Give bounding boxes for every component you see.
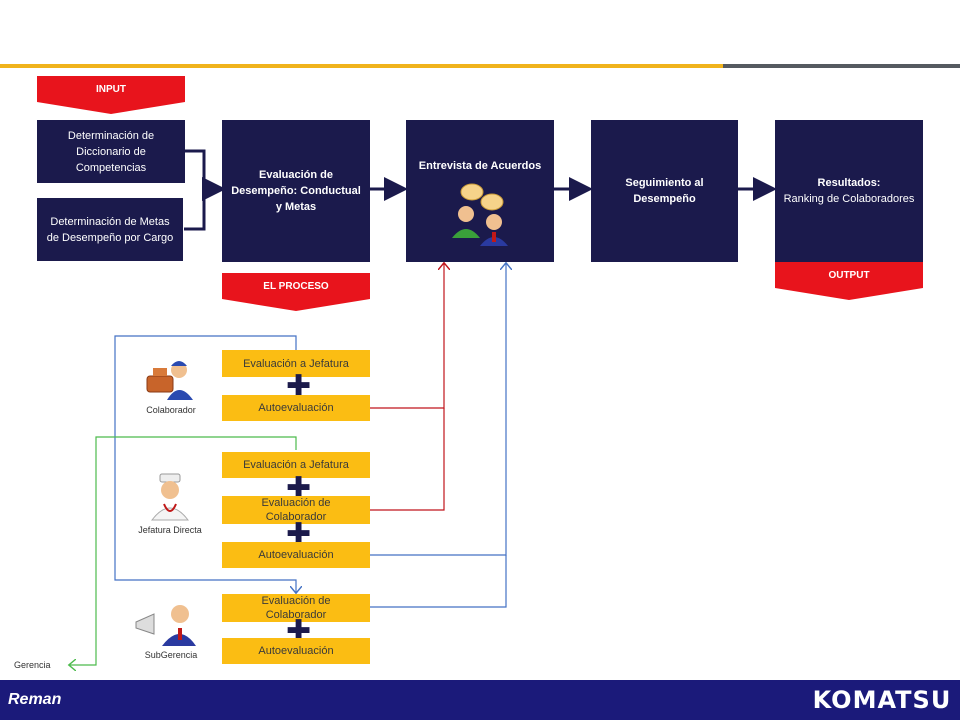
plus-icon: ✚ (286, 370, 312, 403)
input-metas-box: Determinación de Metas de Desempeño por … (37, 198, 183, 261)
komatsu-logo: KOMATSU (812, 686, 952, 714)
input-metas-text: Determinación de Metas de Desempeño por … (46, 215, 174, 244)
proceso-tag-shape (222, 273, 370, 311)
jefatura-autoeval-text: Autoevaluación (258, 549, 334, 561)
subgerencia-autoeval-text: Autoevaluación (258, 645, 334, 657)
proceso-tag: EL PROCESO (222, 273, 370, 311)
blue-loop (114, 335, 296, 592)
connector-diccionario (184, 149, 226, 201)
proceso-tag-label: EL PROCESO (263, 281, 329, 292)
step-resultados-box: Resultados: Ranking de Colaboradores (775, 120, 923, 262)
step-seguimiento-box: Seguimiento al Desempeño (591, 120, 738, 262)
step-evaluacion-text: Evaluación de Desempeño: Conductual y Me… (231, 169, 361, 213)
gerencia-label: Gerencia (14, 660, 51, 670)
step-resultados-body: Ranking de Colaboradores (783, 193, 915, 205)
footer-bar (0, 680, 960, 720)
subgerencia-eval-colaborador-text: Evaluación de Colaborador (261, 595, 331, 621)
input-diccionario-text: Determinación de Diccionario de Competen… (67, 129, 155, 174)
jefatura-eval-jefatura-text: Evaluación a Jefatura (243, 459, 349, 471)
green-loop (70, 436, 297, 665)
jefatura-doctor-icon (150, 473, 190, 521)
step-resultados-title: Resultados: (817, 177, 881, 189)
subgerencia-autoeval: Autoevaluación (222, 638, 370, 664)
input-tag: INPUT (37, 76, 185, 114)
colaborador-eval-jefatura-text: Evaluación a Jefatura (243, 357, 349, 370)
blue-line-eval-sub (370, 555, 507, 608)
step-entrevista-box: Entrevista de Acuerdos (406, 120, 554, 262)
input-diccionario-box: Determinación de Diccionario de Competen… (37, 120, 185, 183)
red-line-eval-colab (370, 408, 445, 511)
output-tag: OUTPUT (775, 262, 923, 300)
colaborador-autoeval: Autoevaluación (222, 395, 370, 421)
subgerencia-label: SubGerencia (144, 650, 198, 660)
colaborador-label: Colaborador (146, 405, 196, 415)
jefatura-label: Jefatura Directa (138, 525, 202, 535)
output-tag-label: OUTPUT (828, 270, 870, 281)
meeting-people-icon (452, 183, 508, 246)
colaborador-worker-icon (146, 361, 193, 400)
connector-metas (184, 189, 206, 231)
jefatura-autoeval: Autoevaluación (222, 542, 370, 568)
red-line-autoeval (370, 264, 444, 409)
step-evaluacion-box: Evaluación de Desempeño: Conductual y Me… (222, 120, 370, 262)
header-rule-gray (723, 64, 960, 68)
step-entrevista-text: Entrevista de Acuerdos (418, 160, 542, 172)
jefatura-eval-colaborador-text: Evaluación de Colaborador (261, 497, 331, 523)
input-tag-shape (37, 76, 185, 114)
reman-logo: Reman (8, 691, 62, 708)
colaborador-autoeval-text: Autoevaluación (258, 402, 334, 414)
colaborador-eval-jefatura: Evaluación a Jefatura (222, 350, 370, 377)
jefatura-eval-jefatura: Evaluación a Jefatura (222, 452, 370, 478)
header-rule-yellow (0, 64, 723, 68)
input-tag-label: INPUT (96, 84, 126, 95)
jefatura-eval-colaborador: Evaluación de Colaborador (222, 496, 370, 524)
subgerencia-megaphone-icon (135, 605, 196, 646)
subgerencia-eval-colaborador: Evaluación de Colaborador (222, 594, 370, 622)
step-seguimiento-text: Seguimiento al Desempeño (625, 177, 704, 205)
blue-line-autoeval-jefatura (370, 264, 506, 556)
output-tag-shape (775, 262, 923, 300)
